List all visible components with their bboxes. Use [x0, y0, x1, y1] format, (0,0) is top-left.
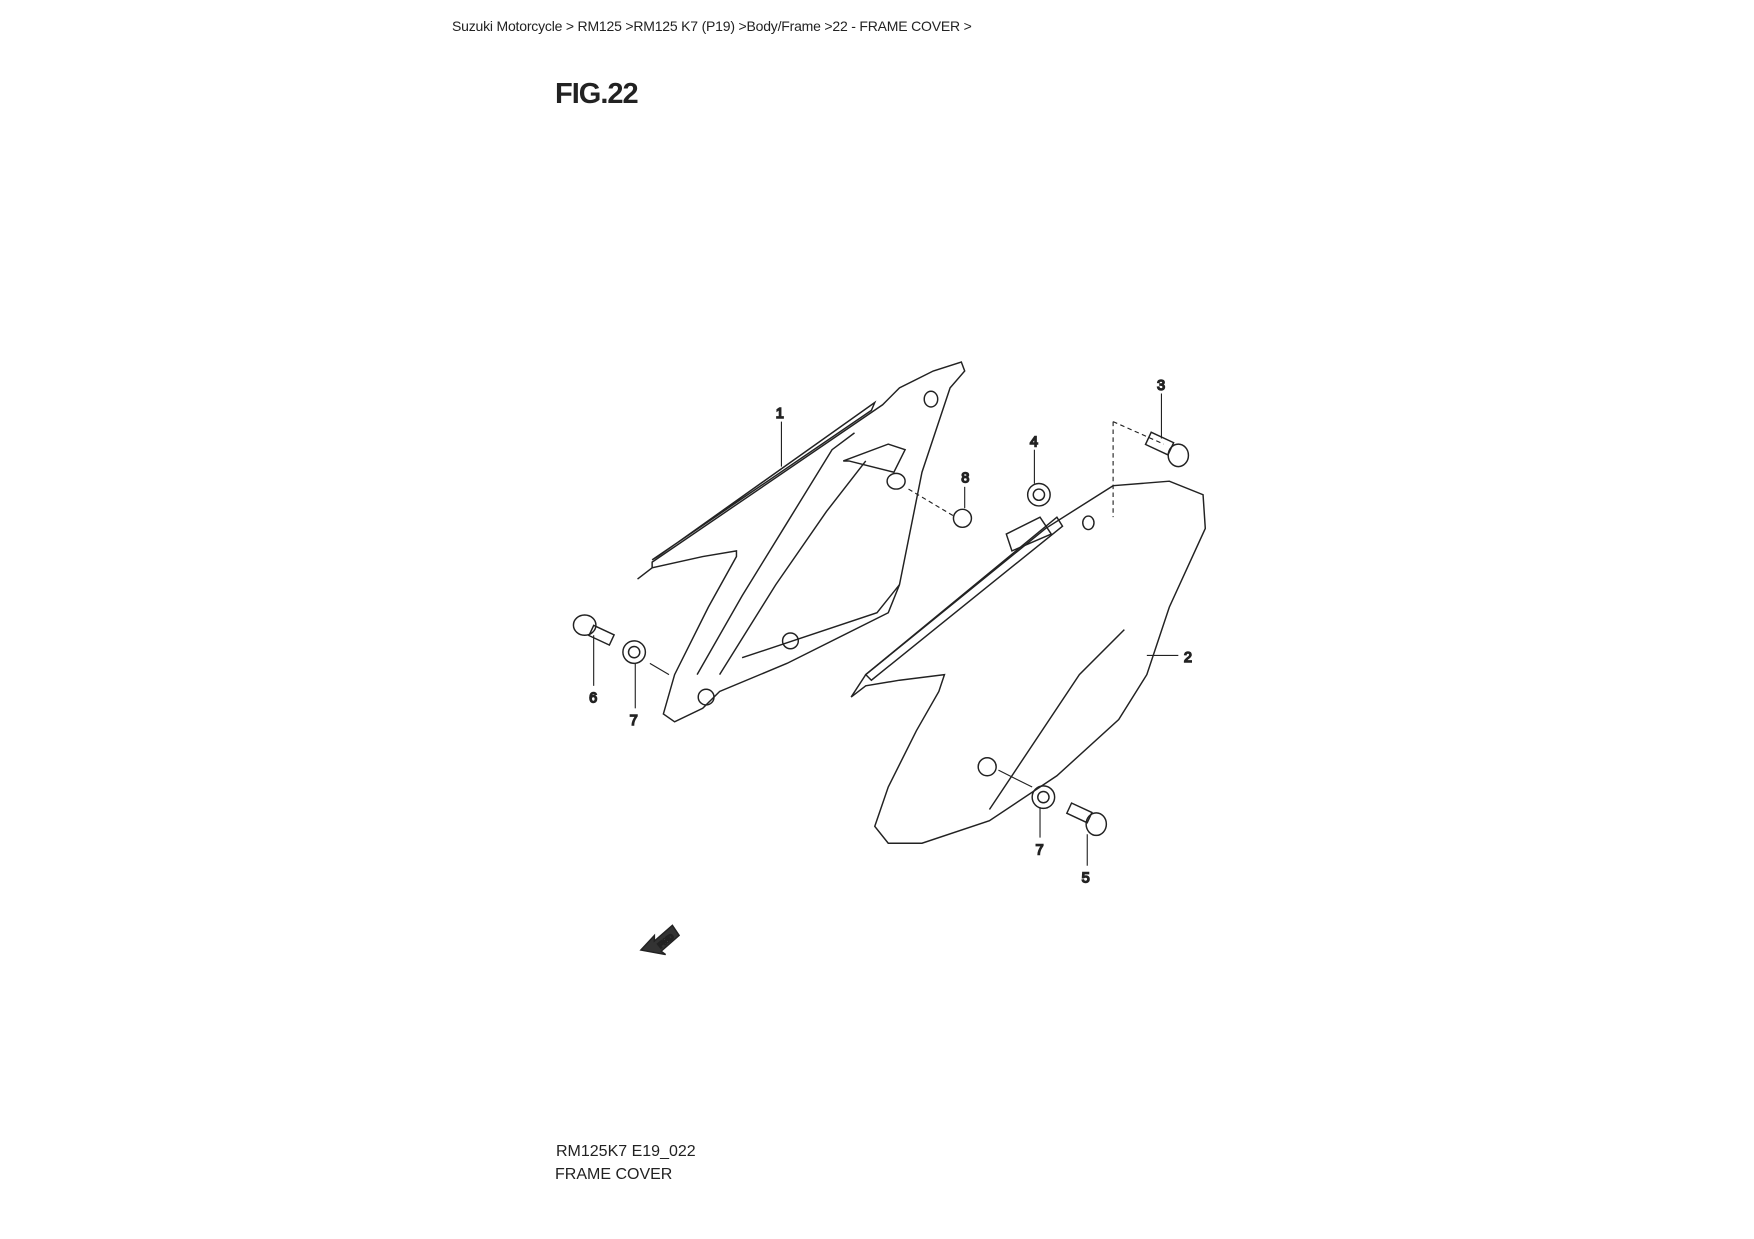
- fwd-arrow-icon: FWD: [639, 924, 681, 956]
- part-8-cushion[interactable]: [952, 508, 973, 529]
- part-7-grommet[interactable]: [1031, 785, 1056, 810]
- part-1-frame-cover-left[interactable]: [637, 361, 966, 723]
- part-2-frame-cover-right[interactable]: [850, 480, 1207, 844]
- callout-7[interactable]: 7: [1035, 842, 1045, 859]
- diagram-code: RM125K7 E19_022: [556, 1143, 696, 1160]
- callout-8[interactable]: 8: [961, 470, 971, 487]
- callout-2[interactable]: 2: [1183, 649, 1193, 666]
- part-7-grommet[interactable]: [622, 640, 647, 665]
- part-5-bolt[interactable]: [1065, 802, 1108, 837]
- breadcrumb[interactable]: Suzuki Motorcycle > RM125 >RM125 K7 (P19…: [452, 18, 972, 34]
- figure-title: FIG.22: [555, 78, 639, 110]
- diagram-name: FRAME COVER: [555, 1166, 673, 1183]
- callout-3[interactable]: 3: [1156, 377, 1166, 394]
- callout-6[interactable]: 6: [588, 690, 598, 707]
- callout-4[interactable]: 4: [1029, 434, 1039, 451]
- callout-1[interactable]: 1: [775, 406, 785, 423]
- part-6-bolt[interactable]: [572, 614, 616, 647]
- leader-lines: [593, 393, 1179, 866]
- part-3-bolt[interactable]: [1144, 431, 1190, 468]
- part-4-grommet[interactable]: [1026, 482, 1051, 507]
- callout-5[interactable]: 5: [1081, 870, 1091, 887]
- callout-7[interactable]: 7: [629, 712, 639, 729]
